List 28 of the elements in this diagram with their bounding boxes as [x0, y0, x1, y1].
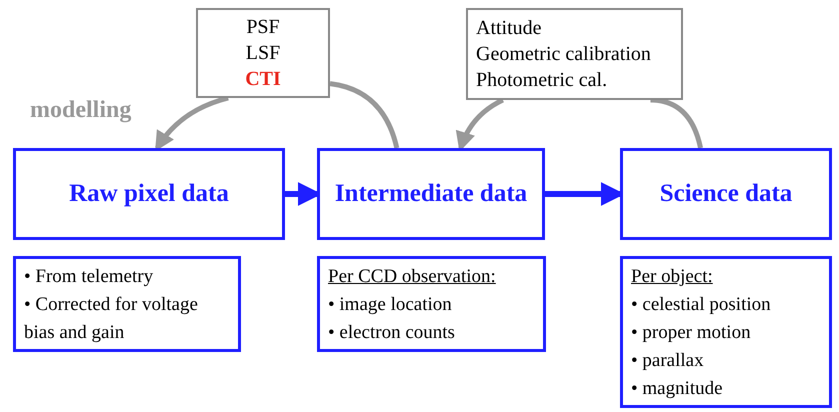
bullet-item: • image location: [328, 293, 453, 317]
bullet-item: • electron counts: [328, 321, 456, 345]
detail-box: [317, 256, 546, 352]
model-item: Attitude: [476, 16, 542, 41]
stage-box: [620, 148, 832, 240]
stage-title: Intermediate data: [334, 179, 528, 210]
detail-box: [13, 256, 241, 352]
model-box: [466, 8, 683, 100]
bullet-item: • parallax: [631, 349, 705, 373]
stage-box: [317, 148, 545, 240]
detail-heading: Per CCD observation:: [328, 265, 497, 289]
stage-box: [13, 148, 285, 240]
model-item: PSF: [246, 15, 280, 40]
stage-title: Science data: [660, 179, 792, 210]
model-item: Photometric cal.: [476, 68, 608, 93]
detail-box: [620, 256, 832, 408]
bullet-item: • celestial position: [631, 293, 772, 317]
bullet-item: • From telemetry: [24, 265, 154, 289]
model-item: LSF: [246, 41, 280, 66]
detail-heading: Per object:: [631, 265, 714, 289]
model-item: Geometric calibration: [476, 42, 651, 67]
bullet-item: • magnitude: [631, 377, 724, 401]
bullet-item: • Corrected for voltage bias and gain: [24, 293, 199, 345]
annotation-label: modelling: [30, 96, 132, 125]
bullet-item: • proper motion: [631, 321, 752, 345]
stage-title: Raw pixel data: [69, 179, 229, 210]
model-item: CTI: [245, 67, 281, 92]
model-box: [196, 8, 330, 98]
